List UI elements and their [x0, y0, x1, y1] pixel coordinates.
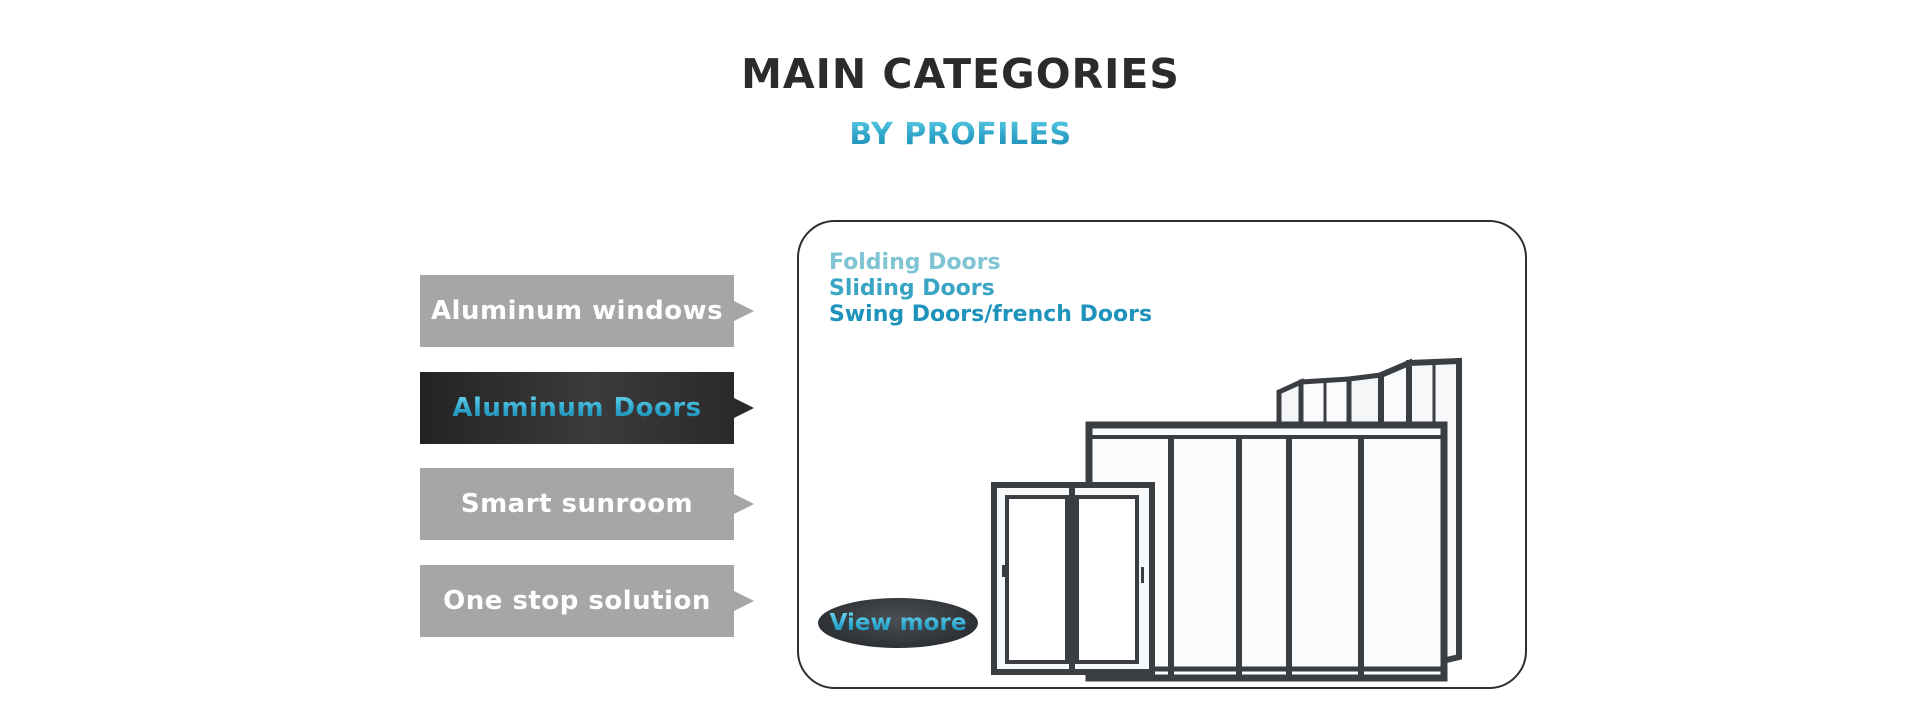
subcategory-link-swing-doors[interactable]: Swing Doors/french Doors [829, 302, 1153, 327]
page-title: MAIN CATEGORIES [741, 50, 1180, 98]
view-more-label: View more [829, 610, 967, 636]
category-tab-label: Aluminum windows [430, 296, 724, 326]
subcategory-list: Folding Doors Sliding Doors Swing Doors/… [829, 250, 1152, 328]
category-tab-aluminum-windows[interactable]: Aluminum windows [420, 275, 754, 347]
category-detail-panel: Folding Doors Sliding Doors Swing Doors/… [797, 220, 1527, 689]
swing-door-illustration [991, 482, 1155, 675]
view-more-button[interactable]: View more [818, 598, 978, 648]
category-tab-label: Aluminum Doors [452, 393, 702, 423]
category-tab-label: One stop solution [443, 586, 711, 616]
category-tab-smart-sunroom[interactable]: Smart sunroom [420, 468, 754, 540]
page-subtitle: BY PROFILES [0, 117, 1921, 152]
category-tab-one-stop-solution[interactable]: One stop solution [420, 565, 754, 637]
subcategory-link-sliding-doors[interactable]: Sliding Doors [829, 276, 995, 301]
category-tab-label: Smart sunroom [460, 489, 694, 519]
category-tab-aluminum-doors[interactable]: Aluminum Doors [420, 372, 754, 444]
aluminum-doors-product-image [991, 357, 1462, 682]
subcategory-link-folding-doors[interactable]: Folding Doors [829, 250, 1001, 275]
